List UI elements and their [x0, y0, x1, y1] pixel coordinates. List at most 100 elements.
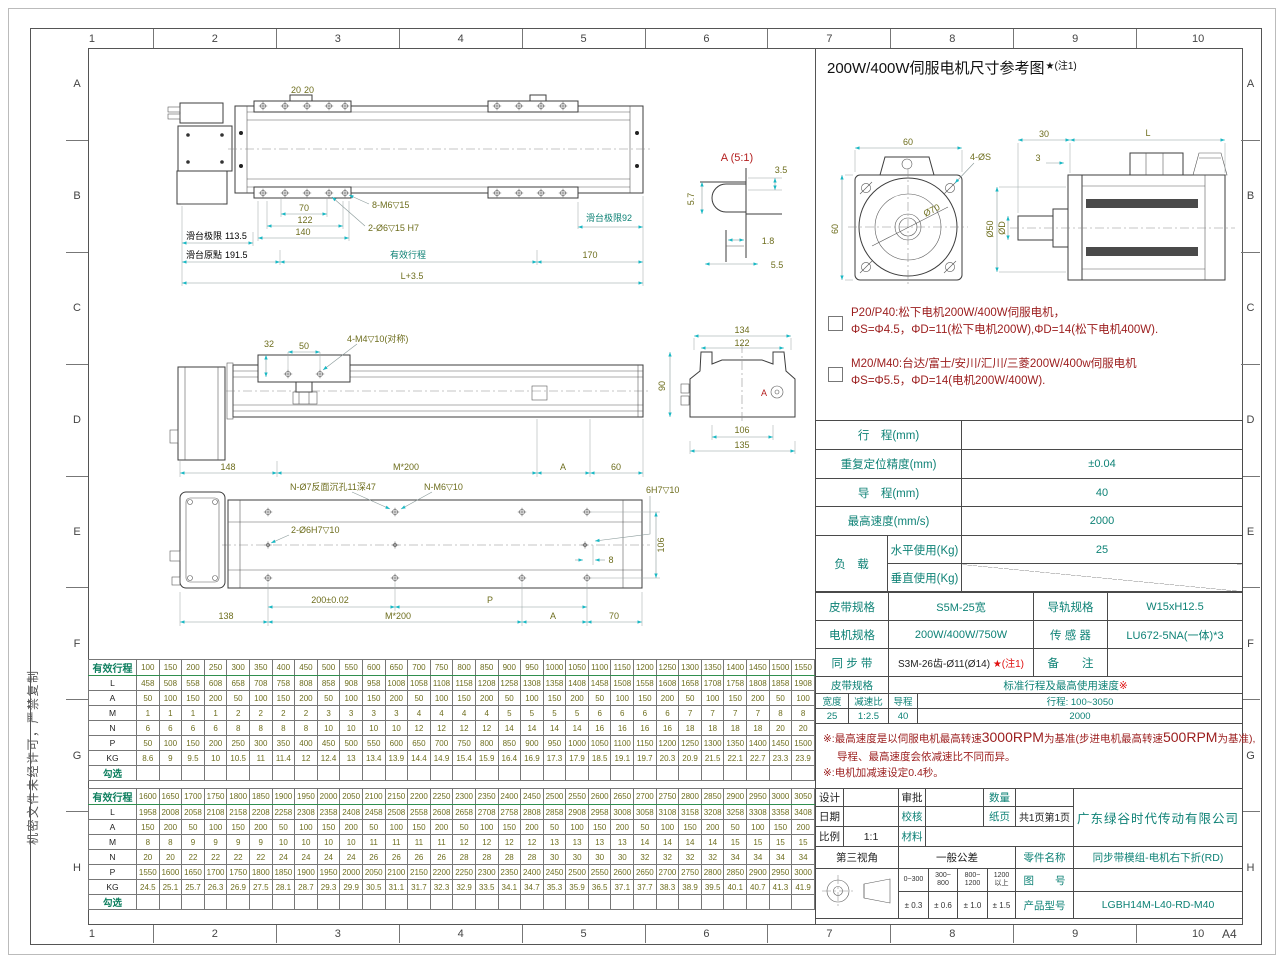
check-cell[interactable] — [181, 765, 205, 781]
check-cell[interactable] — [791, 894, 815, 910]
table-cell: 5 — [542, 705, 567, 721]
check-cell[interactable] — [181, 894, 205, 910]
table-cell: 750 — [452, 735, 476, 751]
check-cell[interactable] — [678, 894, 702, 910]
check-cell[interactable] — [316, 765, 341, 781]
check-cell[interactable] — [700, 765, 725, 781]
check-cell[interactable] — [587, 894, 612, 910]
check-cell[interactable] — [452, 894, 476, 910]
table-cell: 2608 — [429, 804, 454, 820]
check-cell[interactable] — [520, 765, 544, 781]
check-cell[interactable] — [610, 894, 635, 910]
check-cell[interactable] — [158, 765, 183, 781]
check-cell[interactable] — [429, 765, 454, 781]
remark-value — [1107, 648, 1243, 677]
stroke-header-value: 400 — [271, 659, 296, 676]
table-cell: 26.3 — [203, 879, 228, 895]
check-cell[interactable] — [655, 765, 680, 781]
table-cell: 2300 — [474, 864, 499, 880]
stroke-header-value: 650 — [384, 659, 409, 676]
check-cell[interactable] — [339, 894, 363, 910]
table-cell: 30 — [587, 849, 612, 865]
table-cell: 20.3 — [655, 750, 680, 766]
check-cell[interactable] — [633, 894, 657, 910]
table-cell: 15.4 — [452, 750, 476, 766]
check-cell[interactable] — [226, 894, 250, 910]
check-cell[interactable] — [294, 765, 318, 781]
check-cell[interactable] — [452, 765, 476, 781]
check-cell[interactable] — [723, 894, 748, 910]
table-cell: 12 — [474, 720, 499, 736]
table-cell: 14 — [520, 720, 544, 736]
table-cell: 2408 — [339, 804, 363, 820]
check-cell[interactable] — [429, 894, 454, 910]
check-cell[interactable] — [294, 894, 318, 910]
check-cell[interactable] — [474, 765, 499, 781]
table-cell: 39.5 — [700, 879, 725, 895]
table-cell: 28.1 — [271, 879, 296, 895]
check-cell[interactable] — [565, 765, 589, 781]
tol-range-1: 0~300 — [898, 868, 929, 892]
check-cell[interactable] — [520, 894, 544, 910]
check-cell[interactable] — [791, 765, 815, 781]
check-cell[interactable] — [407, 894, 431, 910]
check-cell[interactable] — [678, 765, 702, 781]
check-cell[interactable] — [158, 894, 183, 910]
check-cell[interactable] — [768, 765, 793, 781]
stroke-header-value: 800 — [452, 659, 476, 676]
check-cell[interactable] — [700, 894, 725, 910]
check-cell[interactable] — [226, 765, 250, 781]
check-cell[interactable] — [633, 765, 657, 781]
check-cell[interactable] — [203, 894, 228, 910]
check-cell[interactable] — [587, 765, 612, 781]
dim-3-5: 3.5 — [775, 165, 788, 175]
check-cell[interactable] — [271, 894, 296, 910]
check-cell[interactable] — [339, 765, 363, 781]
check-cell[interactable] — [497, 894, 522, 910]
option-checkbox-m[interactable] — [828, 367, 843, 382]
check-cell[interactable] — [474, 894, 499, 910]
check-cell[interactable] — [497, 765, 522, 781]
check-cell[interactable] — [136, 765, 160, 781]
check-cell[interactable] — [248, 894, 273, 910]
check-cell[interactable] — [136, 894, 160, 910]
check-cell[interactable] — [746, 765, 770, 781]
row-label: P — [88, 735, 137, 751]
check-cell[interactable] — [542, 765, 567, 781]
check-cell[interactable] — [361, 765, 386, 781]
approve-label: 审批 — [898, 788, 926, 807]
check-cell[interactable] — [542, 894, 567, 910]
stroke-header-value: 1100 — [587, 659, 612, 676]
check-cell[interactable] — [565, 894, 589, 910]
check-cell[interactable] — [746, 894, 770, 910]
design-label: 设计 — [815, 788, 844, 807]
row-label: KG — [88, 750, 137, 766]
table-cell: 958 — [361, 675, 386, 691]
table-cell: 700 — [429, 735, 454, 751]
stroke-header-value: 2150 — [384, 788, 409, 805]
check-cell[interactable] — [203, 765, 228, 781]
rail-value: W15xH12.5 — [1107, 592, 1243, 621]
table-cell: 23.9 — [791, 750, 815, 766]
table-cell: 40.1 — [723, 879, 748, 895]
check-cell[interactable] — [361, 894, 386, 910]
table-cell: 1 — [203, 705, 228, 721]
check-cell[interactable] — [768, 894, 793, 910]
spec-lead-value: 40 — [961, 478, 1243, 507]
check-cell[interactable] — [316, 894, 341, 910]
sensor-label: 传 感 器 — [1033, 620, 1108, 649]
check-cell[interactable] — [407, 765, 431, 781]
check-cell[interactable] — [271, 765, 296, 781]
table-cell: 200 — [384, 690, 409, 706]
option-checkbox-p[interactable] — [828, 316, 843, 331]
check-cell[interactable] — [723, 765, 748, 781]
check-cell[interactable] — [610, 765, 635, 781]
table-cell: 2708 — [474, 804, 499, 820]
check-cell[interactable] — [384, 894, 409, 910]
check-cell[interactable] — [248, 765, 273, 781]
check-cell[interactable] — [384, 765, 409, 781]
check-cell[interactable] — [655, 894, 680, 910]
table-cell: 1000 — [565, 735, 589, 751]
